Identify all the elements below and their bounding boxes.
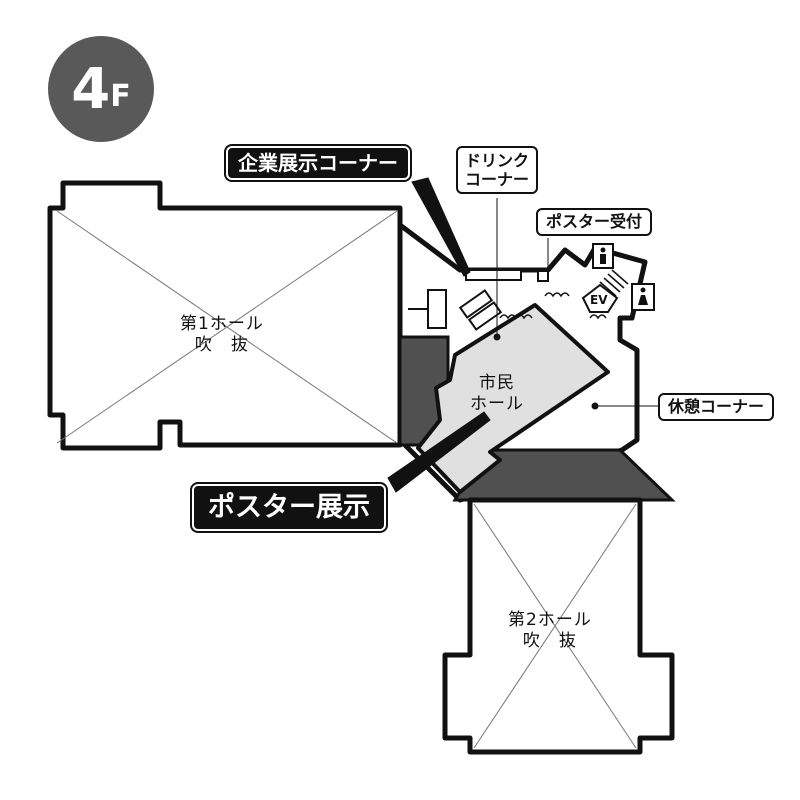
- civic-hall: [416, 303, 610, 494]
- civic-hall-name: 市民: [479, 373, 515, 393]
- civic-hall-sub: ホール: [470, 394, 524, 415]
- hall1-sub: 吹 抜: [194, 335, 249, 356]
- floor-badge: 4 F: [48, 36, 154, 142]
- hall2-atrium: [442, 497, 675, 755]
- floor-suffix: F: [110, 78, 131, 114]
- hall1-name: 第1ホール: [180, 314, 264, 334]
- poster-exhibit-label: ポスター展示: [192, 484, 386, 531]
- reception-desk: [537, 270, 549, 282]
- hall2-name: 第2ホール: [508, 610, 592, 630]
- hall1-label: 第1ホール 吹 抜: [180, 314, 264, 357]
- hall1-atrium: [47, 180, 403, 451]
- hall2-label: 第2ホール 吹 抜: [508, 610, 592, 653]
- civic-hall-label: 市民 ホール: [470, 373, 524, 416]
- elevator-label: EV: [590, 293, 608, 307]
- drink-corner-label: ドリンク コーナー: [456, 146, 539, 195]
- stairs-icon: [599, 269, 629, 297]
- drink-corner-line1: ドリンク: [465, 151, 530, 170]
- partition-zigzag: [499, 292, 607, 320]
- pointer-lines: [387, 177, 660, 493]
- exhibit-booth: [408, 269, 522, 331]
- drink-corner-line2: コーナー: [465, 170, 530, 190]
- hall2-sub: 吹 抜: [522, 631, 577, 652]
- corporate-exhibit-label: 企業展示コーナー: [226, 146, 410, 180]
- floor-number: 4: [71, 56, 111, 122]
- poster-reception-label: ポスター受付: [536, 208, 653, 236]
- elevator-icon: [581, 283, 619, 313]
- rest-corner-label: 休憩コーナー: [658, 393, 775, 421]
